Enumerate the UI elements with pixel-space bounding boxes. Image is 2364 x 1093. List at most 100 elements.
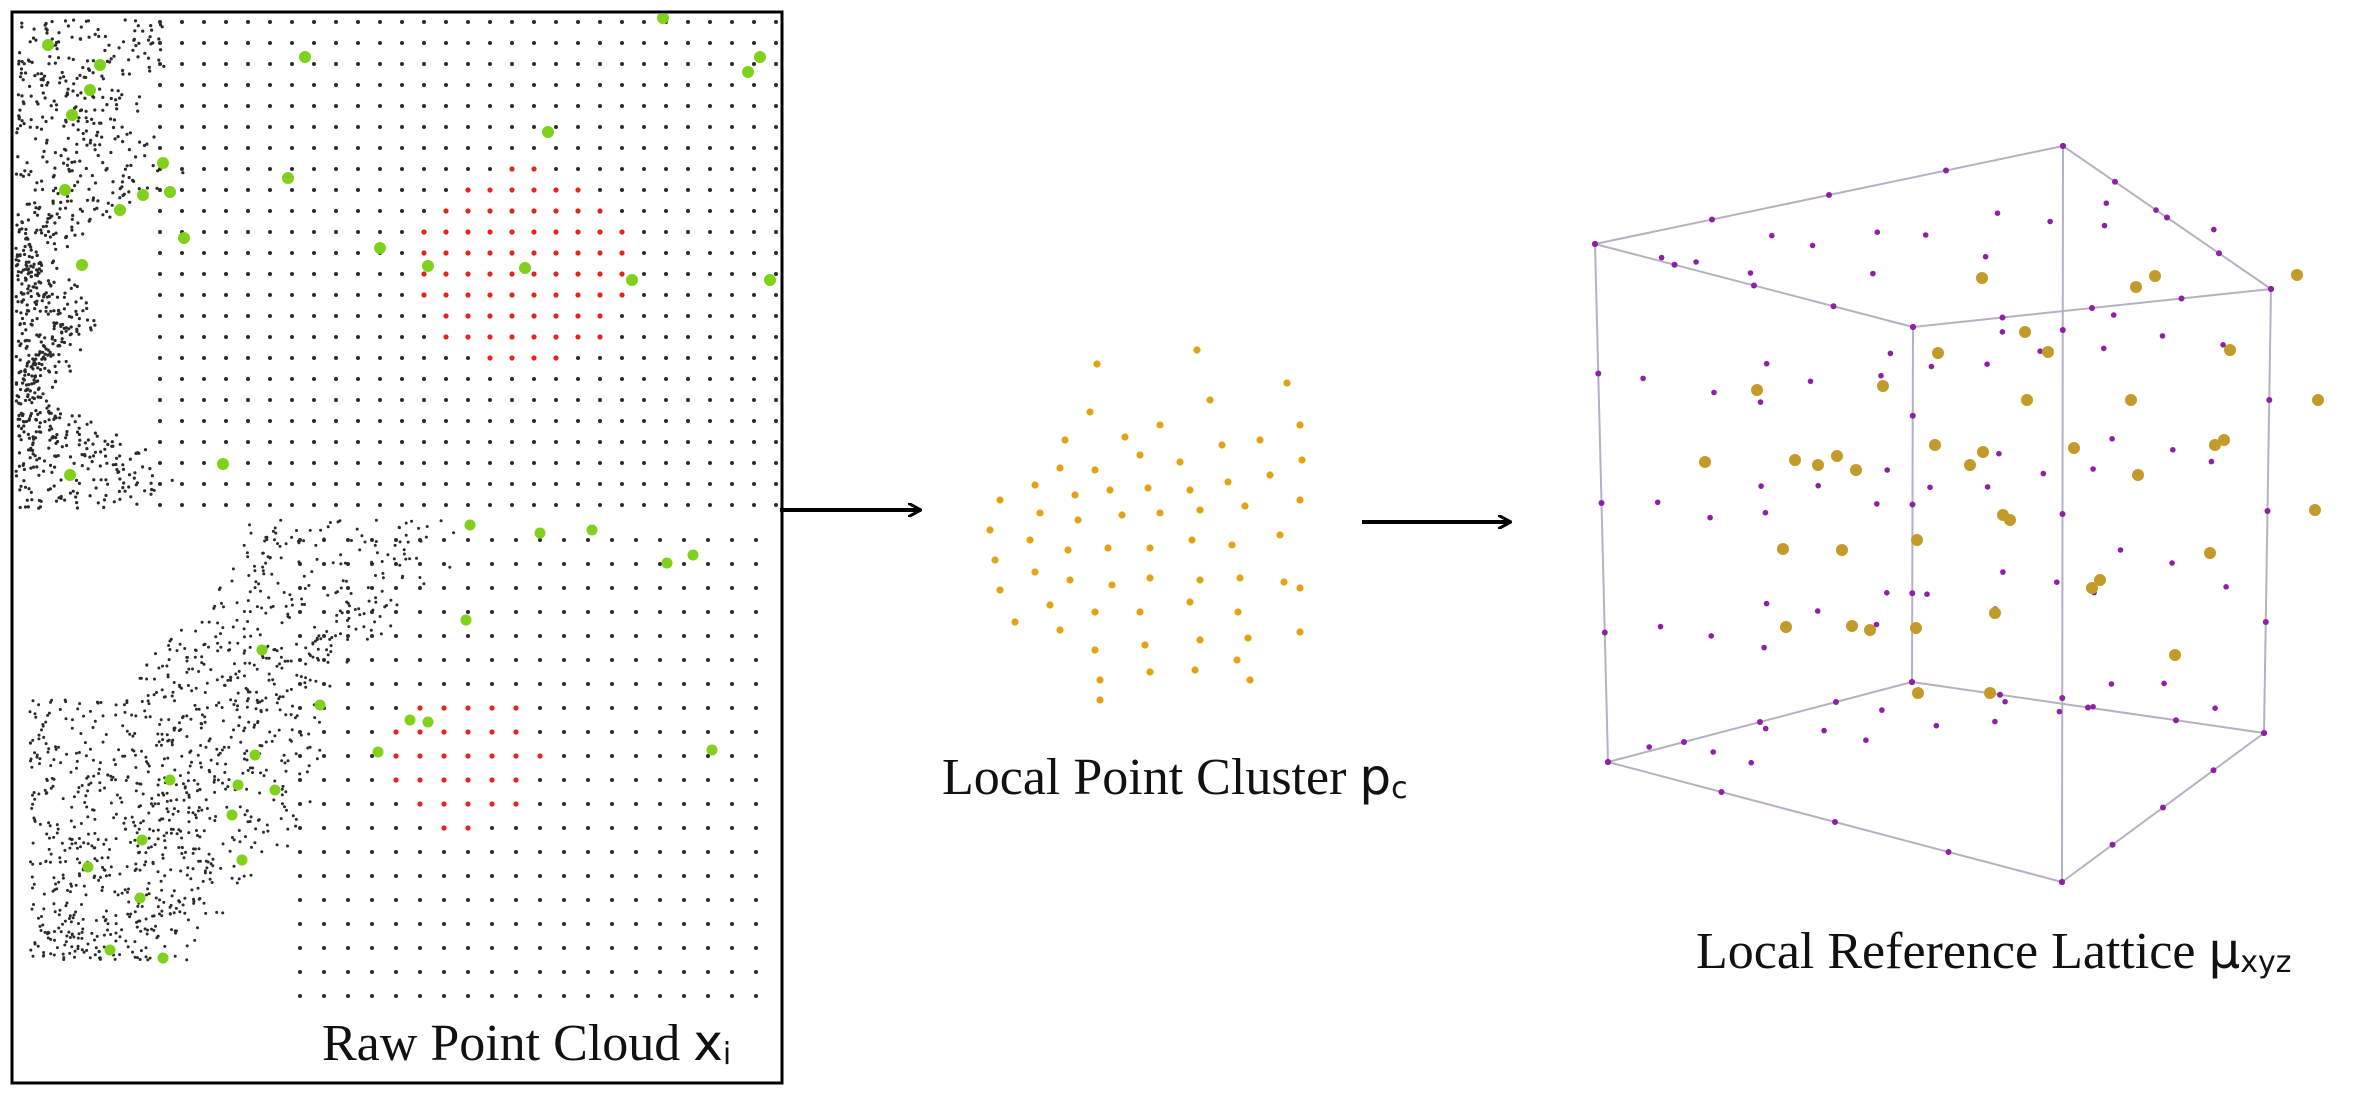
raw-point [514,658,518,662]
raw-point [158,41,162,45]
raw-point [562,778,566,782]
raw-point [237,877,241,881]
lattice-sample [1932,347,1944,359]
raw-point [58,81,62,85]
raw-point [131,178,135,182]
raw-point [268,83,272,87]
raw-point [96,199,100,203]
raw-point [86,789,90,793]
raw-point [23,505,28,509]
raw-point [180,41,184,45]
lattice-node [2173,717,2179,724]
raw-point [20,21,24,25]
raw-point [708,293,712,297]
raw-point [285,808,288,812]
raw-point [34,409,38,413]
raw-point [706,730,710,734]
raw-point [122,703,126,707]
raw-point [275,843,279,847]
raw-point [267,678,271,682]
raw-point [466,482,470,486]
raw-point [280,646,284,650]
raw-point [267,596,271,600]
lattice-node [2223,584,2229,590]
raw-point [19,484,23,488]
raw-point [774,419,778,423]
raw-point [682,634,686,638]
raw-point [422,188,426,192]
raw-point [418,874,422,878]
raw-point [730,994,734,998]
raw-point [752,20,756,24]
raw-point [37,386,41,390]
raw-point [227,778,231,782]
raw-point [82,841,86,845]
raw-point [17,401,21,405]
raw-point [620,440,624,444]
raw-point [260,850,264,854]
raw-point [444,461,448,465]
keypoint [236,854,248,866]
raw-point [127,900,131,904]
raw-point [26,432,30,436]
raw-point [202,398,206,402]
raw-point [381,571,385,575]
cluster-point [1296,584,1304,592]
raw-point [44,224,49,228]
raw-point [62,75,66,79]
raw-point [532,440,536,444]
raw-point [334,461,338,465]
raw-point [178,685,182,689]
raw-point [81,66,85,70]
raw-point [246,209,250,213]
cluster-point [1193,346,1201,354]
raw-point [356,440,360,444]
raw-point [642,440,646,444]
raw-point [289,659,293,663]
raw-point [159,718,163,722]
raw-point [130,748,134,752]
raw-point [279,655,283,659]
raw-point [151,862,155,866]
raw-point [302,539,306,543]
raw-point [422,461,426,465]
raw-point [682,586,686,590]
raw-point [466,503,470,507]
raw-point [77,432,81,437]
raw-point [127,148,131,152]
neighborhood-point [421,271,427,277]
raw-point [221,842,225,846]
raw-point [165,799,169,803]
raw-point [76,947,80,951]
raw-point [708,335,712,339]
raw-point [74,910,78,914]
raw-point [35,268,39,272]
raw-point [418,898,422,902]
raw-point [312,356,316,360]
raw-point [334,272,338,276]
raw-point [20,332,24,336]
raw-point [400,576,404,580]
raw-point [198,835,202,839]
raw-point [25,364,29,368]
raw-point [264,696,268,700]
raw-point [598,482,602,486]
raw-point [686,230,690,234]
raw-point [46,936,50,940]
raw-point [586,874,590,878]
raw-point [47,711,51,715]
lattice-node [1887,350,1894,357]
raw-point [205,681,209,685]
raw-point [752,167,756,171]
raw-point [466,586,470,590]
raw-point [308,678,312,682]
raw-point [244,686,248,690]
raw-point [664,272,668,276]
raw-point [199,744,203,747]
keypoint [372,746,384,758]
raw-point [294,752,298,756]
raw-point [442,538,446,542]
raw-point [422,167,426,171]
raw-point [106,928,109,932]
raw-point [466,461,470,465]
